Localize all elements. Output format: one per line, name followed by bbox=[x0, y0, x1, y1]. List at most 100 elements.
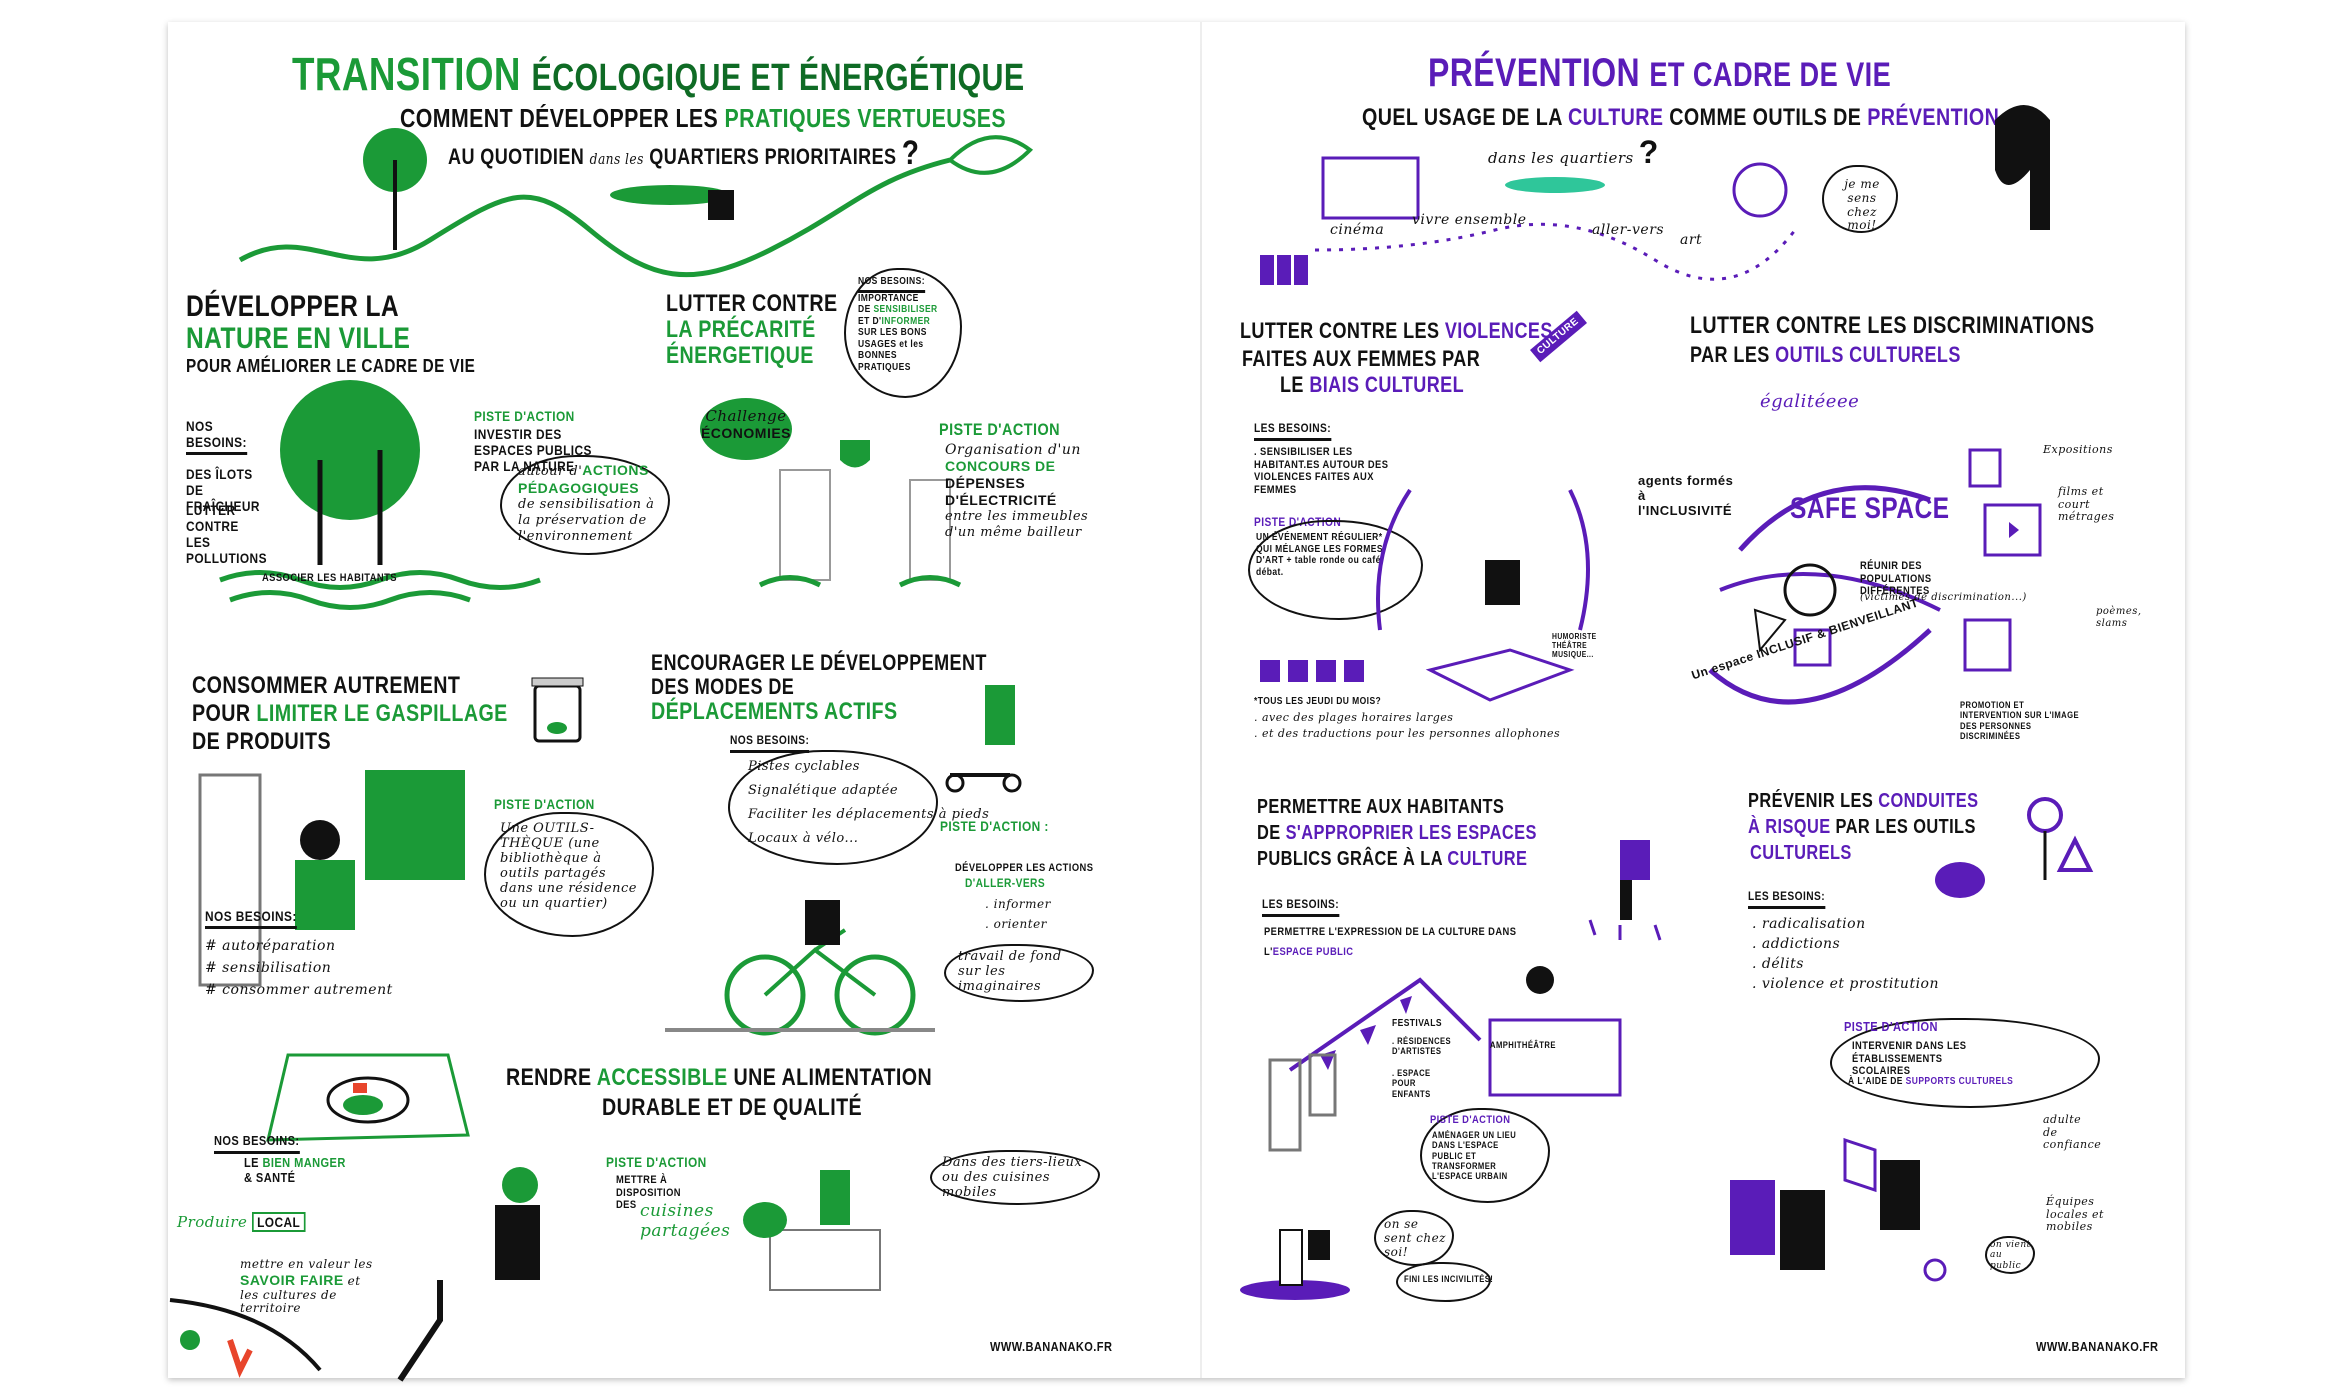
public-need-2: L'ESPACE PUBLIC bbox=[1264, 946, 1353, 959]
kitchen-illustration bbox=[495, 1167, 881, 1291]
risk-need-4: . violence et prostitution bbox=[1752, 976, 1939, 992]
consume-need-2: # sensibilisation bbox=[205, 960, 332, 976]
t: et les cultures de territoire bbox=[240, 1273, 361, 1316]
local-badge: LOCAL bbox=[251, 1212, 306, 1233]
violence-heading-3: LE BIAIS CULTUREL bbox=[1280, 372, 1464, 397]
t: BONNES PRATIQUES bbox=[858, 350, 911, 373]
food-action-label: PISTE D'ACTION bbox=[606, 1154, 707, 1170]
title-rest: ÉCOLOGIQUE ET ÉNERGÉTIQUE bbox=[531, 57, 1025, 99]
food-need-1: LE BIEN MANGER& SANTÉ bbox=[244, 1155, 346, 1186]
consume-bubble bbox=[484, 812, 654, 937]
poster-sheet bbox=[168, 22, 2185, 1378]
risk-action-label: PISTE D'ACTION bbox=[1844, 1019, 1938, 1034]
energy-needs-bubble bbox=[844, 268, 962, 398]
t: ET D' bbox=[858, 315, 882, 327]
label: NOS BESOINS: bbox=[186, 418, 247, 456]
tools-illustration bbox=[198, 770, 465, 987]
public-heading-3: PUBLICS GRÂCE À LA CULTURE bbox=[1257, 848, 1527, 871]
mobility-action-2: D'ALLER-VERS bbox=[965, 876, 1046, 890]
t: BIAIS CULTUREL bbox=[1309, 372, 1465, 397]
mobility-bubble bbox=[944, 944, 1094, 1002]
bicycle-illustration bbox=[665, 900, 935, 1036]
food-need-2: Produire LOCAL bbox=[177, 1212, 315, 1233]
energy-heading-3: ÉNERGETIQUE bbox=[666, 342, 814, 369]
question-mark: ? bbox=[1638, 134, 1659, 170]
t: de sensibilisation à la préservation de … bbox=[518, 496, 655, 544]
food-action-1: METTRE À DISPOSITION DES bbox=[616, 1174, 681, 1212]
t: LIMITER LE GASPILLAGE bbox=[256, 700, 508, 727]
food-action-2: cuisines partagées bbox=[640, 1201, 731, 1241]
risk-bubble-text: on vient au public bbox=[1990, 1240, 2031, 1271]
poems-note: poèmes, slams bbox=[2096, 606, 2142, 629]
risk-need-3: . délits bbox=[1752, 956, 1804, 972]
public-action: AMÉNAGER UN LIEU DANS L'ESPACE PUBLIC ET… bbox=[1432, 1130, 1517, 1182]
nature-subheading: POUR AMÉLIORER LE CADRE DE VIE bbox=[186, 356, 476, 376]
t: mettre en valeur les bbox=[240, 1257, 373, 1271]
public-list-3: . ESPACE POUR ENFANTS bbox=[1392, 1068, 1431, 1099]
public-bubble-2-text: FINI LES INCIVILITÉS! bbox=[1404, 1274, 1494, 1284]
risk-action-1: INTERVENIR DANS LES ÉTABLISSEMENTS SCOLA… bbox=[1852, 1040, 1967, 1078]
right-question-line2: dans les quartiers ? bbox=[1488, 134, 1659, 171]
violence-needs: . SENSIBILISER LES HABITANT.ES AUTOUR DE… bbox=[1254, 446, 1389, 496]
credit-link[interactable]: WWW.BANANAKO.FR bbox=[2036, 1339, 2159, 1354]
energy-action-label: PISTE D'ACTION bbox=[939, 420, 1060, 439]
t: LE bbox=[244, 1155, 259, 1170]
consume-need-1: # autoréparation bbox=[205, 938, 336, 954]
t: Challenge bbox=[705, 407, 787, 425]
t: SAVOIR FAIRE bbox=[240, 1271, 344, 1288]
consume-action: Une OUTILS-THÈQUE (une bibliothèque à ou… bbox=[500, 821, 637, 911]
mobility-action-label: PISTE D'ACTION : bbox=[940, 818, 1049, 834]
expositions-note: Expositions bbox=[2043, 443, 2113, 456]
people-illustration bbox=[1240, 1229, 1350, 1300]
t: SUR LES BONS USAGES et les bbox=[858, 327, 927, 350]
media-icons bbox=[1963, 448, 2042, 672]
discrim-heading-2: PAR LES OUTILS CULTURELS bbox=[1690, 342, 1961, 367]
label: LES BESOINS: bbox=[1262, 897, 1340, 917]
safe-space-illustration bbox=[1708, 485, 1941, 705]
scooter-illustration bbox=[945, 685, 1022, 793]
trees-illustration bbox=[219, 380, 541, 610]
t: CONCOURS DE bbox=[945, 458, 1056, 475]
left-question-line2: AU QUOTIDIEN dans les QUARTIERS PRIORITA… bbox=[448, 134, 919, 173]
t: RENDRE bbox=[506, 1064, 592, 1091]
right-question-line1: QUEL USAGE DE LA CULTURE COMME OUTILS DE… bbox=[1362, 104, 1999, 132]
left-title: TRANSITION ÉCOLOGIQUE ET ÉNERGÉTIQUE bbox=[292, 48, 1025, 101]
t: L' bbox=[1264, 946, 1273, 958]
q-script: dans les bbox=[589, 150, 644, 168]
adult-note: adulte de confiance bbox=[2043, 1113, 2102, 1152]
cinema-path-illustration bbox=[1260, 156, 1797, 285]
violence-note-1: *TOUS LES JEUDI DU MOIS? bbox=[1254, 696, 1382, 707]
nature-bubble-text: autour d'ACTIONS PÉDAGOGIQUES de sensibi… bbox=[518, 462, 658, 545]
t: Produire bbox=[177, 1213, 248, 1231]
t: CONDUITES bbox=[1878, 790, 1979, 812]
t: PAR LES OUTILS bbox=[1835, 816, 1976, 838]
q-text: AU QUOTIDIEN bbox=[448, 144, 585, 169]
public-action-bubble bbox=[1420, 1108, 1550, 1203]
food-heading-2: DURABLE ET DE QUALITÉ bbox=[602, 1094, 863, 1121]
trash-can-icon bbox=[531, 677, 584, 743]
page-fold bbox=[1200, 22, 1202, 1378]
public-heading-2: DE S'APPROPRIER LES ESPACES bbox=[1257, 822, 1537, 845]
consume-heading-3: DE PRODUITS bbox=[192, 728, 332, 755]
song-lyric: égalitéeee bbox=[1760, 391, 1860, 412]
risk-action-bubble bbox=[1830, 1018, 2100, 1108]
left-question-line1: COMMENT DÉVELOPPER LES PRATIQUES VERTUEU… bbox=[400, 103, 1006, 134]
mobility-heading-3: DÉPLACEMENTS ACTIFS bbox=[651, 698, 898, 725]
consume-heading-1: CONSOMMER AUTREMENT bbox=[192, 672, 461, 699]
credit-link[interactable]: WWW.BANANAKO.FR bbox=[990, 1339, 1113, 1354]
food-need-3: mettre en valeur les SAVOIR FAIRE et les… bbox=[240, 1257, 380, 1316]
q-text: QUARTIERS PRIORITAIRES bbox=[649, 144, 897, 169]
safe-space-label: SAFE SPACE bbox=[1790, 492, 1950, 525]
risk-action-2: À L'AIDE DE SUPPORTS CULTURELS bbox=[1848, 1076, 2013, 1088]
t: autour d' bbox=[518, 464, 583, 479]
consume-needs-label: NOS BESOINS: bbox=[205, 908, 297, 930]
t: CULTURE bbox=[1567, 104, 1664, 131]
risk-needs-label: LES BESOINS: bbox=[1748, 889, 1826, 909]
food-needs-label: NOS BESOINS: bbox=[214, 1133, 300, 1154]
plate-fork-illustration bbox=[169, 1280, 443, 1382]
t: INFORMER bbox=[881, 315, 931, 327]
food-bubble bbox=[930, 1150, 1100, 1205]
mobility-action-1: DÉVELOPPER LES ACTIONS bbox=[955, 862, 1094, 874]
